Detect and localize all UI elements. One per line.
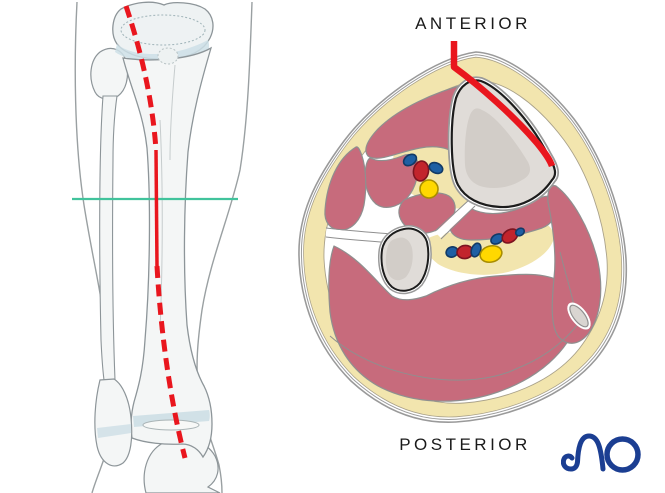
- nerve-yellow: [479, 244, 503, 264]
- fibula-bone: [90, 47, 129, 381]
- ao-logo-o: [604, 436, 641, 473]
- cross-section-panel: [280, 0, 665, 493]
- posterior-neurovascular-bundle: [445, 227, 526, 264]
- vein-blue: [402, 153, 418, 167]
- ao-logo: [561, 428, 643, 478]
- tibia-medulla: [464, 108, 530, 188]
- nail-path-proximal-dashed: [123, 5, 159, 151]
- plantaris-tendon: [567, 302, 591, 330]
- nail-path-solid: [154, 149, 159, 267]
- vein-blue: [428, 161, 444, 175]
- muscle-compartments: [324, 83, 602, 402]
- lateral-malleolus: [94, 378, 133, 467]
- nail-path-distal-dashed: [154, 265, 188, 459]
- nail-trajectory: [123, 5, 188, 459]
- peroneal-muscle: [547, 185, 602, 344]
- anterior-label: ANTERIOR: [415, 14, 531, 33]
- vein-blue: [514, 227, 526, 237]
- plafond-contour: [142, 419, 200, 431]
- lateral-compartment-muscle: [324, 146, 367, 231]
- leg-silhouette-right-line: [196, 1, 253, 493]
- fibula-cross-section: [378, 225, 432, 295]
- nerve-yellow: [419, 179, 439, 199]
- interosseous-membrane: [434, 199, 476, 240]
- vein-blue: [470, 242, 482, 258]
- fibula-joint-band: [97, 424, 131, 438]
- tibia-cross-section: [447, 76, 560, 212]
- leg-frontal-illustration: [72, 1, 253, 493]
- plateau-dotted-contour: [120, 14, 206, 46]
- fibula-medulla: [385, 237, 413, 281]
- leg-frontal-panel: [0, 0, 280, 493]
- ao-logo-icon: [561, 433, 641, 473]
- approach-incision-line: [450, 41, 556, 168]
- tibia-shaft: [122, 46, 213, 459]
- cross-section-illustration: [298, 41, 628, 424]
- ao-logo-a: [561, 433, 606, 472]
- shaft-shading-line-2: [169, 64, 176, 161]
- tibial-tuberosity-outline: [157, 47, 179, 65]
- artery-red: [412, 160, 430, 182]
- tibia-bone: [112, 1, 214, 459]
- posterior-label: POSTERIOR: [399, 435, 531, 454]
- anterior-neurovascular-bundle: [402, 153, 444, 199]
